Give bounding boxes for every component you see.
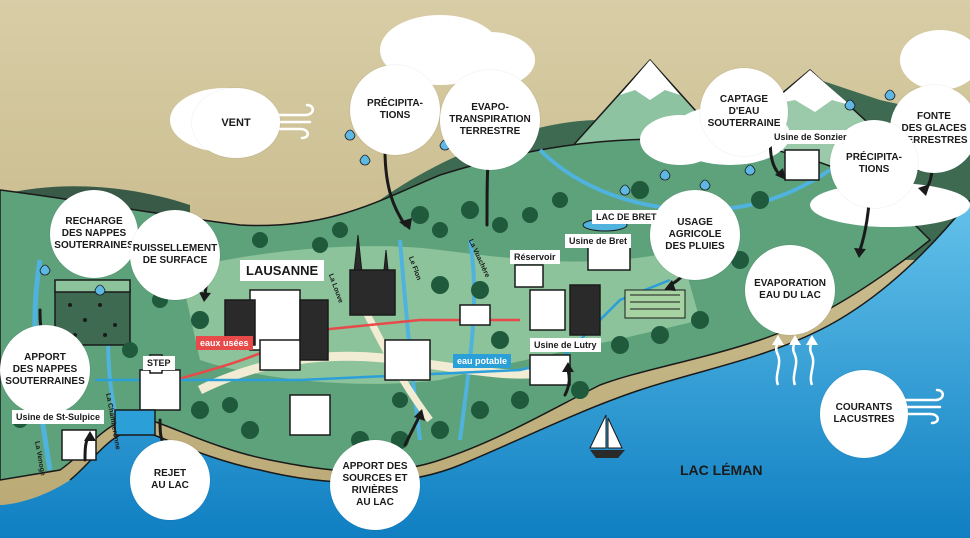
label-eau-potable: eau potable: [453, 354, 512, 368]
label-usine-sonzier: Usine de Sonzier: [770, 130, 851, 144]
bubble-courants: COURANTS LACUSTRES: [820, 370, 908, 458]
mountain-2-snow: [770, 70, 850, 112]
bubble-precipitations-right: PRÉCIPITA- TIONS: [830, 120, 918, 208]
bubble-ruissellement: RUISSELLEMENT DE SURFACE: [130, 210, 220, 300]
bubble-apport-nappes: APPORT DES NAPPES SOUTERRAINES: [0, 325, 90, 415]
bubble-apport-sources: APPORT DES SOURCES ET RIVIÈRES AU LAC: [330, 440, 420, 530]
bubble-recharge: RECHARGE DES NAPPES SOUTERRAINES: [50, 190, 138, 278]
bubble-vent: VENT: [192, 88, 280, 158]
label-eaux-usees: eaux usées: [196, 336, 253, 350]
label-usine-lutry: Usine de Lutry: [530, 338, 601, 352]
label-lac-de-bret: LAC DE BRET: [592, 210, 661, 224]
bubble-evapotranspiration: EVAPO- TRANSPIRATION TERRESTRE: [440, 70, 540, 170]
wind-lines: [273, 103, 944, 425]
label-usine-st-sulpice: Usine de St-Sulpice: [12, 410, 105, 424]
sailboat: [589, 414, 625, 458]
bubble-rejet: REJET AU LAC: [130, 440, 210, 520]
evaporation-arrow-heads: [772, 335, 818, 345]
label-usine-bret: Usine de Bret: [565, 234, 632, 248]
vineyard: [624, 289, 686, 319]
bubble-evaporation: EVAPORATION EAU DU LAC: [745, 245, 835, 335]
label-reservoir: Réservoir: [510, 250, 560, 264]
bubble-usage-agricole: USAGE AGRICOLE DES PLUIES: [650, 190, 740, 280]
label-lac-leman: LAC LÉMAN: [680, 462, 763, 478]
lake-shoreline: [69, 199, 970, 484]
bubble-precipitations-left: PRÉCIPITA- TIONS: [350, 65, 440, 155]
river-vuachere: [458, 239, 477, 441]
lake-leman: [0, 200, 970, 538]
label-step: STEP: [143, 356, 175, 370]
label-lausanne: LAUSANNE: [240, 260, 325, 281]
mountain-1-snow: [620, 60, 680, 100]
river-flon: [398, 239, 422, 441]
lausanne-buildings: [224, 234, 601, 436]
